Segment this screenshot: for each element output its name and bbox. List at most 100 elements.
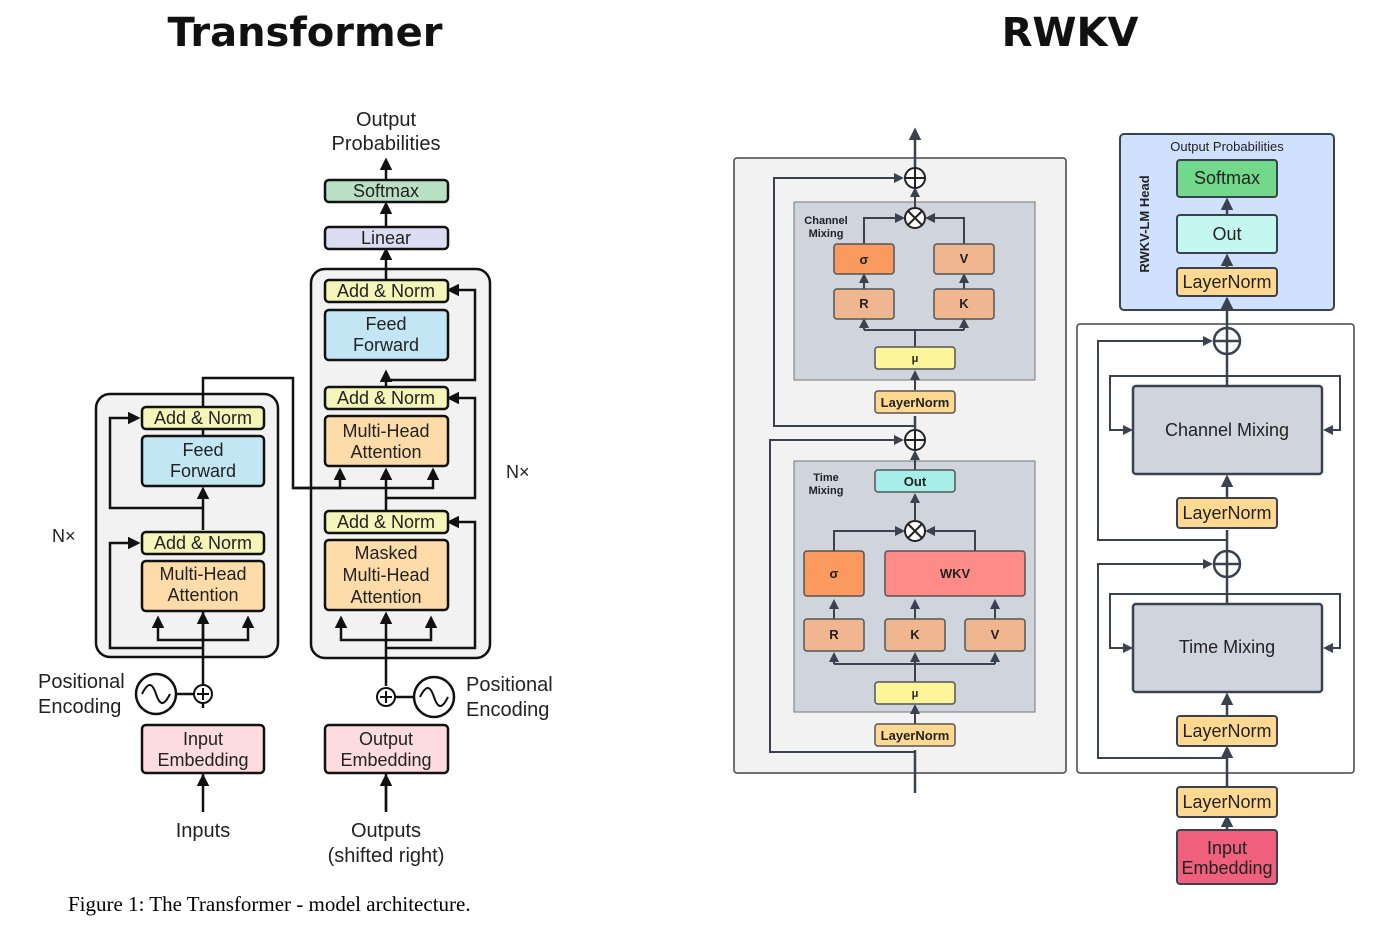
- cm-v-block: [933, 243, 995, 275]
- lm-softmax-block: [1176, 159, 1278, 198]
- rwkv-title: RWKV: [1002, 10, 1139, 56]
- tm-sigma-label: σ: [830, 566, 839, 581]
- stack-time-mixing-label: Time Mixing: [1179, 637, 1275, 657]
- masked-mha-label-2: Multi-Head: [342, 565, 429, 585]
- stack-layernorm-2-label: LayerNorm: [1182, 721, 1271, 741]
- encoder-add-norm-1: [140, 530, 266, 556]
- lm-head-label: RWKV-LM Head: [1137, 175, 1152, 272]
- cm-sigma-label: σ: [860, 252, 869, 267]
- decoder-add-norm-3: [323, 278, 450, 304]
- lm-out-label: Out: [1212, 224, 1241, 244]
- decoder-masked-mha: [323, 538, 450, 612]
- tm-mu-block: [874, 681, 956, 705]
- decoder-pe-label-1: Positional: [466, 674, 553, 696]
- lm-out-block: [1176, 214, 1278, 254]
- input-embedding-label-1: Input: [183, 729, 223, 749]
- linear-block: [323, 225, 450, 251]
- decoder-add-norm-1: [323, 509, 450, 535]
- stack-time-mixing-block: [1131, 602, 1324, 694]
- tm-r-label: R: [829, 627, 839, 642]
- tm-layernorm-label: LayerNorm: [881, 728, 950, 743]
- feed-forward-label-1: Feed: [365, 314, 406, 334]
- cm-k-block: [933, 288, 995, 320]
- encoder-pe-label-2: Encoding: [38, 696, 121, 718]
- input-embedding-block: [140, 723, 266, 775]
- transformer-title: Transformer: [167, 10, 442, 56]
- lm-layernorm-label: LayerNorm: [1182, 272, 1271, 292]
- stack-input-embedding-label-2: Embedding: [1181, 858, 1272, 878]
- add-norm-label: Add & Norm: [337, 388, 435, 408]
- figure-caption: Figure 1: The Transformer - model archit…: [68, 892, 471, 916]
- stack-input-embedding-label-1: Input: [1207, 838, 1247, 858]
- encoder-nx-label: N×: [52, 526, 76, 546]
- tm-out-label: Out: [904, 474, 927, 489]
- add-norm-label: Add & Norm: [154, 533, 252, 553]
- masked-mha-label-3: Attention: [350, 587, 421, 607]
- tm-wkv-block: [884, 550, 1026, 597]
- inputs-label: Inputs: [176, 820, 230, 842]
- outputs-label-1: Outputs: [351, 820, 421, 842]
- stack-input-embedding: [1176, 829, 1278, 885]
- encoder-multi-head-attention: [140, 559, 266, 613]
- channel-mixing-label-1: Channel: [804, 215, 847, 227]
- output-probabilities-line1: Output: [356, 109, 416, 131]
- mha-label-1: Multi-Head: [342, 421, 429, 441]
- tm-v-label: V: [991, 627, 1000, 642]
- cm-r-label: R: [859, 296, 869, 311]
- stack-layernorm-3: [1176, 786, 1278, 818]
- output-embedding-label-1: Output: [359, 729, 413, 749]
- add-norm-label: Add & Norm: [154, 408, 252, 428]
- encoder-block: [94, 392, 280, 659]
- decoder-add-norm-2: [323, 385, 450, 411]
- stack-channel-mixing-block: [1131, 384, 1324, 476]
- cm-v-label: V: [960, 251, 969, 266]
- stack-channel-mixing-label: Channel Mixing: [1165, 420, 1289, 440]
- mha-label-1: Multi-Head: [159, 564, 246, 584]
- feed-forward-label-2: Forward: [353, 335, 419, 355]
- cm-layernorm-label: LayerNorm: [881, 395, 950, 410]
- softmax-label: Softmax: [353, 181, 419, 201]
- encoder-add-norm-2: [140, 405, 266, 431]
- feed-forward-label-2: Forward: [170, 461, 236, 481]
- decoder-multi-head-attention: [323, 414, 450, 468]
- decoder-feed-forward: [323, 308, 450, 362]
- tm-wkv-label: WKV: [940, 566, 971, 581]
- tm-sigma-block: [803, 550, 865, 597]
- mha-label-2: Attention: [167, 585, 238, 605]
- tm-k-block: [884, 618, 946, 652]
- add-norm-label: Add & Norm: [337, 281, 435, 301]
- tm-k-label: K: [910, 627, 920, 642]
- stack-layernorm-1: [1176, 497, 1278, 529]
- feed-forward-label-1: Feed: [182, 440, 223, 460]
- time-mixing-label-2: Mixing: [809, 485, 844, 497]
- lm-layernorm-block: [1176, 267, 1278, 297]
- output-embedding-block: [323, 723, 450, 775]
- encoder-feed-forward: [140, 434, 266, 488]
- rwkv-block-detail: Channel Mixing σ V R K μ LayerNorm: [733, 127, 1067, 793]
- time-mixing-label-1: Time: [813, 472, 838, 484]
- stack-layernorm-3-label: LayerNorm: [1182, 792, 1271, 812]
- stack-layernorm-2: [1176, 715, 1278, 747]
- input-embedding-label-2: Embedding: [157, 750, 248, 770]
- add-norm-label: Add & Norm: [337, 512, 435, 532]
- lm-softmax-label: Softmax: [1194, 168, 1260, 188]
- tm-out-block: [874, 469, 956, 493]
- tm-v-block: [964, 618, 1026, 652]
- cm-layernorm-block: [874, 390, 956, 414]
- cm-sigma-block: [833, 243, 895, 275]
- decoder-nx-label: N×: [506, 462, 530, 482]
- transformer-diagram: Output Probabilities Softmax Linear Add …: [38, 109, 553, 916]
- tm-layernorm-block: [874, 723, 956, 747]
- tm-mu-label: μ: [912, 688, 919, 700]
- stack-layernorm-1-label: LayerNorm: [1182, 503, 1271, 523]
- output-probabilities-line2: Probabilities: [332, 133, 441, 155]
- masked-mha-label-1: Masked: [354, 543, 417, 563]
- linear-label: Linear: [361, 228, 411, 248]
- outputs-label-2: (shifted right): [328, 845, 445, 867]
- mha-label-2: Attention: [350, 442, 421, 462]
- cm-k-label: K: [959, 296, 969, 311]
- cm-mu-label: μ: [912, 353, 919, 365]
- channel-mixing-label-2: Mixing: [809, 228, 844, 240]
- softmax-block: [323, 178, 450, 204]
